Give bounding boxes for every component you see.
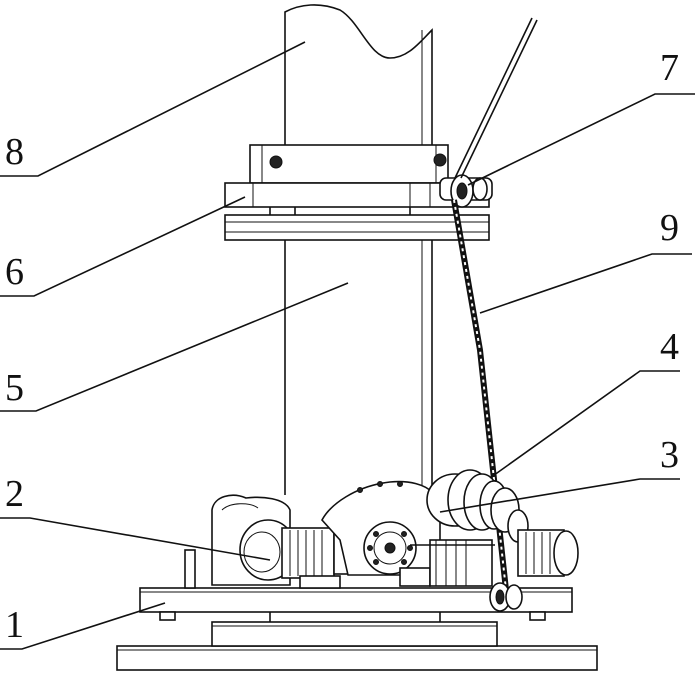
- column-top-section: [284, 4, 433, 145]
- base-plate-bottom: [116, 645, 598, 671]
- bottom-pulley: [489, 582, 523, 612]
- label-5: 5: [5, 367, 24, 409]
- upper-rope: [454, 17, 538, 179]
- label-4: 4: [660, 326, 679, 368]
- vertical-column: [284, 240, 433, 495]
- left-motor: [239, 519, 351, 589]
- wire-rope: [451, 199, 509, 591]
- label-7: 7: [660, 47, 679, 89]
- winch-drum: [410, 469, 520, 587]
- label-1: 1: [5, 604, 24, 646]
- label-8: 8: [5, 131, 24, 173]
- lower-flange-ring: [224, 207, 490, 241]
- label-6: 6: [5, 251, 24, 293]
- base-plate-middle: [211, 621, 498, 647]
- upper-clamp: [249, 144, 449, 184]
- leader-lines: [0, 41, 695, 650]
- label-9: 9: [660, 207, 679, 249]
- right-motor: [507, 509, 579, 577]
- label-3: 3: [660, 434, 679, 476]
- top-pulley: [439, 174, 493, 208]
- label-2: 2: [5, 473, 24, 515]
